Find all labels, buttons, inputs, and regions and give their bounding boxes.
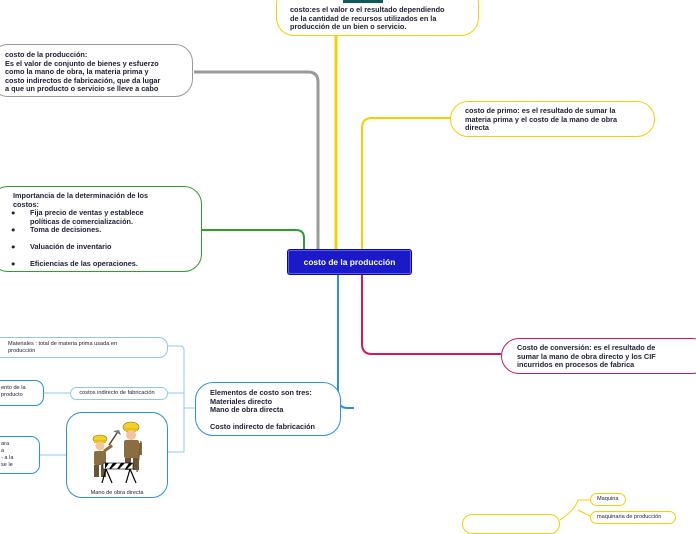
importancia-item-label: Fija precio de ventas y establece políti… xyxy=(30,208,144,226)
node-mano-obra[interactable]: Mano de obra directa xyxy=(66,412,168,498)
central-topic[interactable]: costo de la producción xyxy=(288,250,411,274)
importancia-item-label: Valuación de inventario xyxy=(30,241,112,251)
node-cif-text: costos indirecto de fabricación xyxy=(79,390,155,396)
connector-elementos xyxy=(337,272,354,409)
node-costo[interactable]: costo:es el valor o el resultado dependi… xyxy=(276,0,479,36)
node-maquina[interactable]: Maquina xyxy=(590,493,626,506)
importancia-item: ● Toma de decisiones. xyxy=(11,226,193,235)
node-importancia[interactable]: Importancia de la determinación de los c… xyxy=(0,186,202,272)
node-mano-left[interactable]: ara a - a la se le xyxy=(0,436,40,474)
bullet-icon: ● xyxy=(11,241,16,251)
node-materiales[interactable]: Materiales : total de materia prima usad… xyxy=(0,337,168,358)
connector-maquinaria xyxy=(577,509,591,517)
node-mano-obra-label: Mano de obra directa xyxy=(90,490,144,496)
connector-lines xyxy=(40,0,591,520)
node-costo-primo-text: costo de primo: es el resultado de sumar… xyxy=(465,106,618,133)
connector-maquina xyxy=(559,499,590,520)
bullet-icon: ● xyxy=(11,258,16,268)
node-cif-left-text: ento de la producto xyxy=(1,385,26,398)
node-costo-primo[interactable]: costo de primo: es el resultado de sumar… xyxy=(450,101,655,137)
node-costo-text: costo:es el valor o el resultado dependi… xyxy=(290,5,445,32)
node-mano-left-text: ara a - a la se le xyxy=(1,441,14,468)
connector-costo-primo xyxy=(361,117,450,250)
bullet-icon: ● xyxy=(11,208,16,218)
node-costo-produccion-body: Es el valor de conjunto de bienes y esfu… xyxy=(5,58,161,94)
connector-materiales xyxy=(168,345,195,409)
icon-dark-strip xyxy=(343,0,383,3)
node-costo-conversion[interactable]: Costo de conversión: es el resultado de … xyxy=(501,338,696,374)
node-maquinaria-text: maquinaria de producción xyxy=(597,514,662,520)
node-elementos[interactable]: Elementos de costo son tres: Materiales … xyxy=(195,382,341,436)
node-cif-left[interactable]: ento de la producto xyxy=(0,380,44,406)
node-costo-conversion-text: Costo de conversión: es el resultado de … xyxy=(517,343,656,370)
connector-conversion xyxy=(361,272,501,355)
connector-mano-obra xyxy=(168,408,185,453)
node-materiales-text: Materiales : total de materia prima usad… xyxy=(8,341,118,354)
bullet-icon: ● xyxy=(11,225,16,235)
importancia-list: ● Fija precio de ventas y establece polí… xyxy=(11,208,193,269)
node-costo-produccion-title: costo de la producción: xyxy=(5,50,88,59)
connector-costo-produccion xyxy=(194,70,320,250)
workers-illustration xyxy=(92,421,142,484)
importancia-item: ● Valuación de inventario xyxy=(11,241,193,252)
node-elementos-text: Elementos de costo son tres: Materiales … xyxy=(210,388,316,432)
node-cif[interactable]: costos indirecto de fabricación xyxy=(70,387,168,400)
node-maquina-text: Maquina xyxy=(597,496,619,502)
node-importancia-title: Importancia de la determinación de los c… xyxy=(13,191,149,209)
node-maquinaria[interactable]: maquinaria de producción xyxy=(590,511,676,524)
importancia-item: ● Fija precio de ventas y establece polí… xyxy=(11,208,193,226)
importancia-item-label: Eficiencias de las operaciones. xyxy=(30,258,138,268)
importancia-item: ● Eficiencias de las operaciones. xyxy=(11,258,193,269)
node-costo-produccion[interactable]: costo de la producción: Es el valor de c… xyxy=(0,44,193,97)
connector-importancia xyxy=(202,229,305,250)
importancia-item-label: Toma de decisiones. xyxy=(30,225,102,235)
node-bottom-partial[interactable] xyxy=(462,514,560,534)
